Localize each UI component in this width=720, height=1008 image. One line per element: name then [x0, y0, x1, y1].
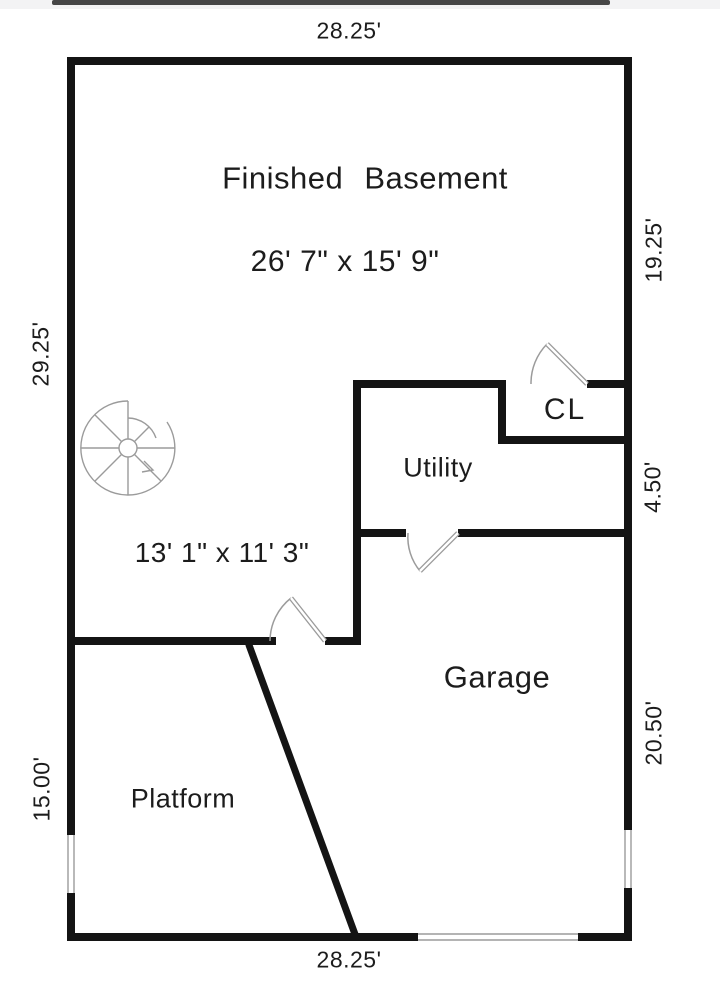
dimension-left-upper: 29.25'	[27, 321, 54, 387]
wall-platform-diagonal	[245, 641, 360, 941]
room-label-closet: CL	[543, 393, 587, 426]
size-label-finished-basement: 26' 7" x 15' 9"	[250, 245, 440, 278]
left-window-gap	[66, 835, 76, 893]
stair-inner-arc	[127, 417, 157, 439]
size-label-lower-room: 13' 1" x 11' 3"	[134, 537, 310, 568]
spiral-staircase-icon	[80, 400, 176, 496]
stair-outer-arc	[80, 400, 176, 496]
utility-door-arc	[407, 532, 421, 572]
interior-walls	[67, 380, 632, 645]
stair-direction-arrow	[141, 460, 155, 473]
scan-edge-bar	[52, 0, 610, 5]
closet-door-leaf-fill	[546, 343, 588, 385]
stair-tread-upleft	[94, 414, 123, 443]
dimension-bottom: 28.25'	[316, 946, 382, 973]
dimension-right-middle: 4.50'	[639, 461, 666, 513]
utility-door-leaf-fill	[419, 532, 459, 572]
openings	[66, 830, 633, 942]
room-label-finished-basement: Finished Basement	[222, 160, 508, 196]
stair-center-post	[118, 438, 138, 458]
stair-tread-downleft	[94, 453, 123, 482]
stair-tread-upright-inner	[133, 426, 150, 443]
basement-door-leaf-fill	[290, 597, 326, 642]
garage-door-gap	[418, 932, 578, 942]
doors	[269, 342, 589, 643]
basement-door-arc	[269, 597, 292, 642]
right-window-gap	[623, 830, 633, 888]
room-label-platform: Platform	[130, 783, 236, 814]
dimension-right-lower: 20.50'	[640, 700, 667, 766]
dimension-top: 28.25'	[316, 17, 382, 44]
stair-tread-downright	[133, 453, 162, 482]
room-label-garage: Garage	[443, 659, 551, 695]
dimension-right-upper: 19.25'	[640, 217, 667, 283]
dimension-left-lower: 15.00'	[28, 756, 55, 822]
room-label-utility: Utility	[403, 452, 473, 483]
closet-door-arc	[530, 343, 548, 385]
